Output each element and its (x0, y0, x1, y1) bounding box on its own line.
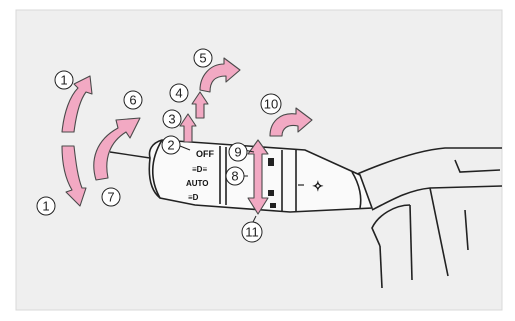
svg-text:9: 9 (234, 145, 241, 160)
svg-text:6: 6 (129, 93, 136, 108)
callout-3: 3 (163, 110, 181, 128)
svg-text:5: 5 (199, 51, 206, 66)
svg-text:7: 7 (107, 190, 114, 205)
callout-1-top: 1 (55, 71, 73, 89)
off-label: OFF (196, 149, 214, 159)
auto-label: AUTO (186, 179, 209, 188)
svg-text:2: 2 (167, 138, 174, 153)
callout-11: 11 (242, 222, 262, 242)
callout-4: 4 (170, 84, 188, 102)
callout-8: 8 (226, 167, 244, 185)
callout-6: 6 (124, 91, 142, 109)
callout-7: 7 (102, 188, 120, 206)
svg-text:3: 3 (168, 112, 175, 127)
svg-text:4: 4 (175, 86, 182, 101)
svg-text:1: 1 (42, 199, 49, 214)
callout-1-bottom: 1 (37, 197, 55, 215)
fog-symbol: ✧ (312, 178, 324, 194)
callout-2: 2 (162, 136, 180, 154)
svg-text:1: 1 (60, 73, 67, 88)
callout-5: 5 (194, 49, 212, 67)
parking-lamp-label: ≡D≡ (192, 165, 207, 174)
headlamp-label: ≡D (188, 193, 199, 202)
svg-text:8: 8 (231, 169, 238, 184)
svg-text:11: 11 (245, 225, 259, 240)
svg-text:10: 10 (264, 97, 278, 112)
callout-9: 9 (229, 143, 247, 161)
callout-10: 10 (261, 94, 281, 114)
